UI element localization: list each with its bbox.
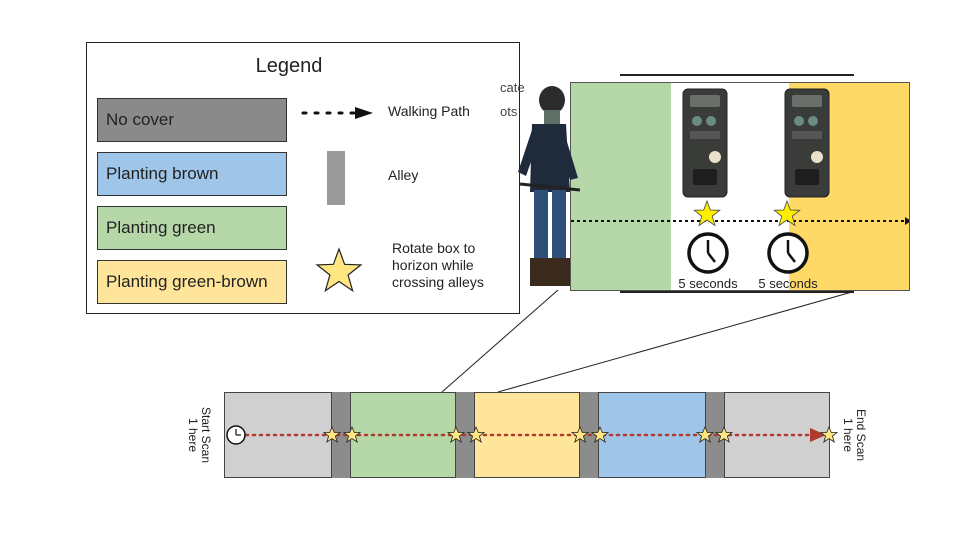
rotate-instruction-line3: crossing alleys	[392, 274, 484, 290]
strip-segment-planting-brown	[598, 392, 706, 478]
alley-swatch	[327, 151, 345, 205]
operator-figure-icon	[518, 86, 580, 286]
swatch-planting-green: Planting green	[97, 206, 287, 250]
sensor-device-1-icon	[682, 88, 728, 198]
swatch-planting-brown: Planting brown	[97, 152, 287, 196]
background-text-fragment-2: ots	[500, 104, 518, 119]
alley-label: Alley	[388, 167, 419, 183]
legend-title: Legend	[255, 55, 323, 77]
zoom-panel: 5 seconds 5 seconds	[570, 82, 910, 291]
zoom-connector-right	[497, 291, 853, 393]
swatch-no-cover: No cover	[97, 98, 287, 142]
star-icon	[315, 247, 363, 293]
walking-path-arrow-icon	[301, 107, 373, 119]
start-scan-line2: 1 here	[186, 417, 200, 453]
zoom-green-region	[571, 83, 671, 290]
end-scan-line1: End Scan	[854, 408, 868, 462]
strip-segment-no-cover-start	[224, 392, 332, 478]
rotate-instruction: Rotate box to horizon while crossing all…	[392, 240, 484, 291]
zoom-top-line	[620, 74, 854, 76]
end-scan-label: End Scan 1 here	[841, 403, 868, 467]
rotate-star-2-icon	[773, 200, 801, 227]
strip-alley-1	[332, 392, 350, 478]
strip-alley-4	[706, 392, 724, 478]
strip-segment-planting-green	[350, 392, 456, 478]
rotate-instruction-line1: Rotate box to	[392, 240, 476, 256]
legend-box: Legend No cover Planting brown Planting …	[86, 42, 520, 314]
clock-1-icon	[687, 232, 729, 274]
walking-path-label: Walking Path	[388, 103, 470, 119]
strip-segment-no-cover-end	[724, 392, 830, 478]
end-scan-line2: 1 here	[841, 417, 855, 453]
start-scan-label: Start Scan 1 here	[186, 403, 213, 467]
rotate-instruction-line2: horizon while	[392, 257, 474, 273]
clock-2-icon	[767, 232, 809, 274]
strip-alley-2	[456, 392, 474, 478]
timer-label-2: 5 seconds	[758, 276, 818, 291]
strip-alley-3	[580, 392, 598, 478]
timer-label-1: 5 seconds	[678, 276, 738, 291]
zoom-path-arrowhead	[905, 217, 909, 225]
background-text-fragment-1: cate	[500, 80, 525, 95]
sensor-device-2-icon	[784, 88, 830, 198]
rotate-star-1-icon	[693, 200, 721, 227]
strip-segment-planting-green-brown	[474, 392, 580, 478]
start-scan-line1: Start Scan	[199, 406, 213, 464]
swatch-planting-green-brown: Planting green-brown	[97, 260, 287, 304]
zoom-panel-graphic	[571, 83, 909, 290]
zoom-bottom-line	[620, 291, 854, 293]
